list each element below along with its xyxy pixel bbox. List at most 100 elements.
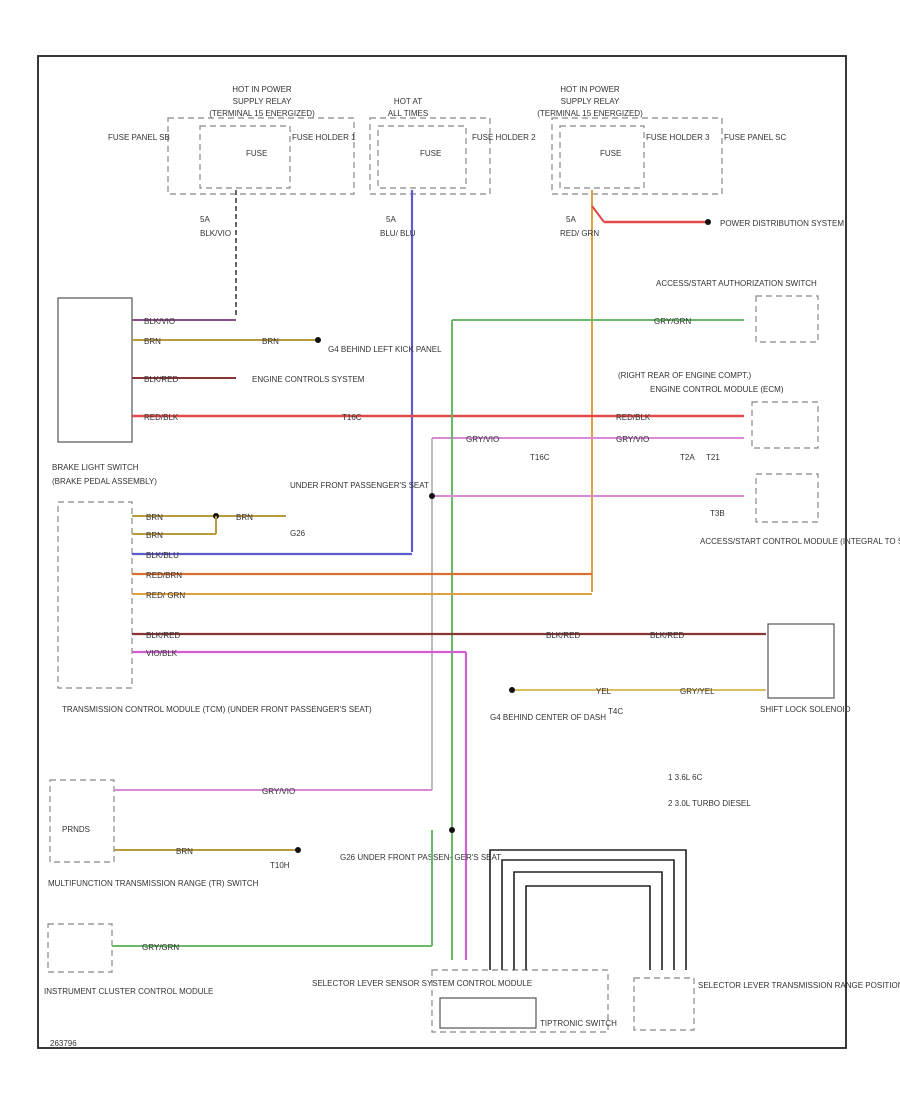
- svg-text:BLK/VIO: BLK/VIO: [144, 317, 175, 326]
- svg-text:HOT AT: HOT AT: [394, 97, 422, 106]
- svg-text:SUPPLY RELAY: SUPPLY RELAY: [233, 97, 292, 106]
- ecm-location: (RIGHT REAR OF ENGINE COMPT.): [618, 371, 752, 380]
- svg-text:HOT IN POWER: HOT IN POWER: [560, 85, 620, 94]
- note-2: 2 3.0L TURBO DIESEL: [668, 799, 751, 808]
- ipc-label: INSTRUMENT CLUSTER CONTROL MODULE: [44, 987, 213, 996]
- svg-text:(TERMINAL 15 ENERGIZED): (TERMINAL 15 ENERGIZED): [537, 109, 643, 118]
- t10h-conn: T10H: [270, 861, 290, 870]
- access-start-auth-box: [755, 295, 819, 343]
- svg-text:FUSE PANEL SC: FUSE PANEL SC: [724, 133, 786, 142]
- access-start-auth-label: ACCESS/START AUTHORIZATION SWITCH: [656, 279, 817, 288]
- tcm-box: [57, 501, 133, 689]
- t16c-conn-2: T16C: [530, 453, 550, 462]
- fuse-panel-sb-box: [167, 117, 355, 195]
- svg-text:BLK/VIO: BLK/VIO: [200, 229, 231, 238]
- wire-label-brn-prnds: BRN: [176, 847, 193, 856]
- prnds-box: [49, 779, 115, 863]
- g4-center-label: G4 BEHIND CENTER OF DASH: [490, 713, 606, 722]
- under-front-pass-label: UNDER FRONT PASSENGER'S SEAT: [290, 481, 429, 490]
- svg-text:GRY/GRN: GRY/GRN: [654, 317, 691, 326]
- g26-label: G26: [290, 529, 306, 538]
- g4-left-kick-label: G4 BEHIND LEFT KICK PANEL: [328, 345, 442, 354]
- shift-lock-label: SHIFT LOCK SOLENOID: [760, 705, 851, 714]
- fuse-panel-labels: FUSE PANEL SB FUSE PANEL SC FUSE HOLDER …: [108, 133, 786, 224]
- svg-text:5A: 5A: [386, 215, 396, 224]
- svg-text:BRN: BRN: [262, 337, 279, 346]
- t16c-conn-1: T16C: [342, 413, 362, 422]
- brake-switch-location: (BRAKE PEDAL ASSEMBLY): [52, 477, 157, 486]
- relay-header-right: HOT IN POWER SUPPLY RELAY (TERMINAL 15 E…: [537, 85, 643, 118]
- svg-text:GRY/VIO: GRY/VIO: [616, 435, 649, 444]
- wire-label-gry-grn-ipc: GRY/GRN: [142, 943, 179, 952]
- engine-controls-label: ENGINE CONTROLS SYSTEM: [252, 375, 365, 384]
- diagram-border: [37, 55, 847, 1049]
- bus-wire-1: [489, 849, 687, 970]
- svg-text:(TERMINAL 15 ENERGIZED): (TERMINAL 15 ENERGIZED): [209, 109, 315, 118]
- svg-text:BRN: BRN: [144, 337, 161, 346]
- selector-display-box: [633, 977, 695, 1031]
- access-start-module-box: [755, 473, 819, 523]
- relay-header-mid: HOT AT ALL TIMES: [388, 97, 428, 118]
- svg-text:5A: 5A: [200, 215, 210, 224]
- ipc-box: [47, 923, 113, 973]
- t2a-conn: T2A: [680, 453, 695, 462]
- svg-text:FUSE: FUSE: [420, 149, 441, 158]
- ecm-label: ENGINE CONTROL MODULE (ECM): [650, 385, 784, 394]
- t3b-conn: T3B: [710, 509, 725, 518]
- svg-text:ENGINE CONTROLS SYSTEM: ENGINE CONTROLS SYSTEM: [252, 375, 365, 384]
- bus-wire-4: [525, 885, 651, 970]
- selector-display-label: SELECTOR LEVER TRANSMISSION RANGE POSITI…: [698, 981, 900, 990]
- brake-switch-label: BRAKE LIGHT SWITCH: [52, 463, 139, 472]
- prnds-label: PRNDS: [62, 825, 90, 834]
- tcm-label: TRANSMISSION CONTROL MODULE (TCM) (UNDER…: [62, 705, 372, 714]
- svg-text:FUSE HOLDER 1: FUSE HOLDER 1: [292, 133, 356, 142]
- svg-text:BRN: BRN: [146, 513, 163, 522]
- svg-text:VIO/BLK: VIO/BLK: [146, 649, 178, 658]
- brake-light-switch-box: [57, 297, 133, 443]
- selector-sensor-box: [431, 969, 609, 1033]
- fuse-holder-3-box: [559, 125, 645, 189]
- wire-labels-brake: BLK/VIO BRN BRN BLK/RED RED/BLK RED/BLK …: [144, 317, 691, 444]
- svg-text:BLK/RED: BLK/RED: [650, 631, 684, 640]
- note-1: 1 3.6L 6C: [668, 773, 703, 782]
- svg-text:FUSE HOLDER 2: FUSE HOLDER 2: [472, 133, 536, 142]
- svg-text:GRY/VIO: GRY/VIO: [466, 435, 499, 444]
- svg-text:RED/ GRN: RED/ GRN: [560, 229, 599, 238]
- junction-gry-grn: [449, 827, 455, 833]
- svg-text:BLK/RED: BLK/RED: [146, 631, 180, 640]
- fuse-holder-2-box: [377, 125, 467, 189]
- svg-text:BRN: BRN: [146, 531, 163, 540]
- svg-text:FUSE: FUSE: [246, 149, 267, 158]
- g4-ground-dot: [315, 337, 321, 343]
- fuse-panel-sc-box: [551, 117, 723, 195]
- g4-center-ground: [509, 687, 515, 693]
- svg-text:FUSE PANEL SB: FUSE PANEL SB: [108, 133, 170, 142]
- svg-text:ALL TIMES: ALL TIMES: [388, 109, 428, 118]
- access-start-module-label: ACCESS/START CONTROL MODULE (INTEGRAL TO…: [700, 537, 900, 546]
- wire-label-yel-2: GRY/YEL: [680, 687, 715, 696]
- wire-red-blk-branch: [591, 205, 605, 223]
- mfs-label: MULTIFUNCTION TRANSMISSION RANGE (TR) SW…: [48, 879, 259, 888]
- svg-text:BLK/RED: BLK/RED: [546, 631, 580, 640]
- svg-text:RED/BLK: RED/BLK: [616, 413, 651, 422]
- svg-text:RED/ GRN: RED/ GRN: [146, 591, 185, 600]
- svg-text:POWER DISTRIBUTION SYSTEM: POWER DISTRIBUTION SYSTEM: [720, 219, 844, 228]
- bus-wire-3: [513, 871, 663, 970]
- g26-ground-2: [295, 847, 301, 853]
- svg-text:BLK/BLU: BLK/BLU: [146, 551, 179, 560]
- svg-text:SUPPLY RELAY: SUPPLY RELAY: [561, 97, 620, 106]
- relay-header-left: HOT IN POWER SUPPLY RELAY (TERMINAL 15 E…: [209, 85, 315, 118]
- wire-label-yel-1: YEL: [596, 687, 612, 696]
- selector-sensor-label: SELECTOR LEVER SENSOR SYSTEM CONTROL MOD…: [312, 979, 532, 988]
- tiptronic-inner-box: [439, 997, 537, 1029]
- svg-text:BRN: BRN: [236, 513, 253, 522]
- fuse-holder-1-box: [199, 125, 291, 189]
- power-dist-terminal: [705, 219, 711, 225]
- fuse-panel-mid-box: [369, 117, 491, 195]
- wire-labels-tcm: BRN BRN BRN BLK/BLU RED/BRN RED/ GRN BLK…: [146, 513, 684, 658]
- svg-text:BLK/RED: BLK/RED: [144, 375, 178, 384]
- t4c-conn: T4C: [608, 707, 623, 716]
- shift-lock-solenoid-box: [767, 623, 835, 699]
- diagram-id: 263796: [50, 1039, 77, 1048]
